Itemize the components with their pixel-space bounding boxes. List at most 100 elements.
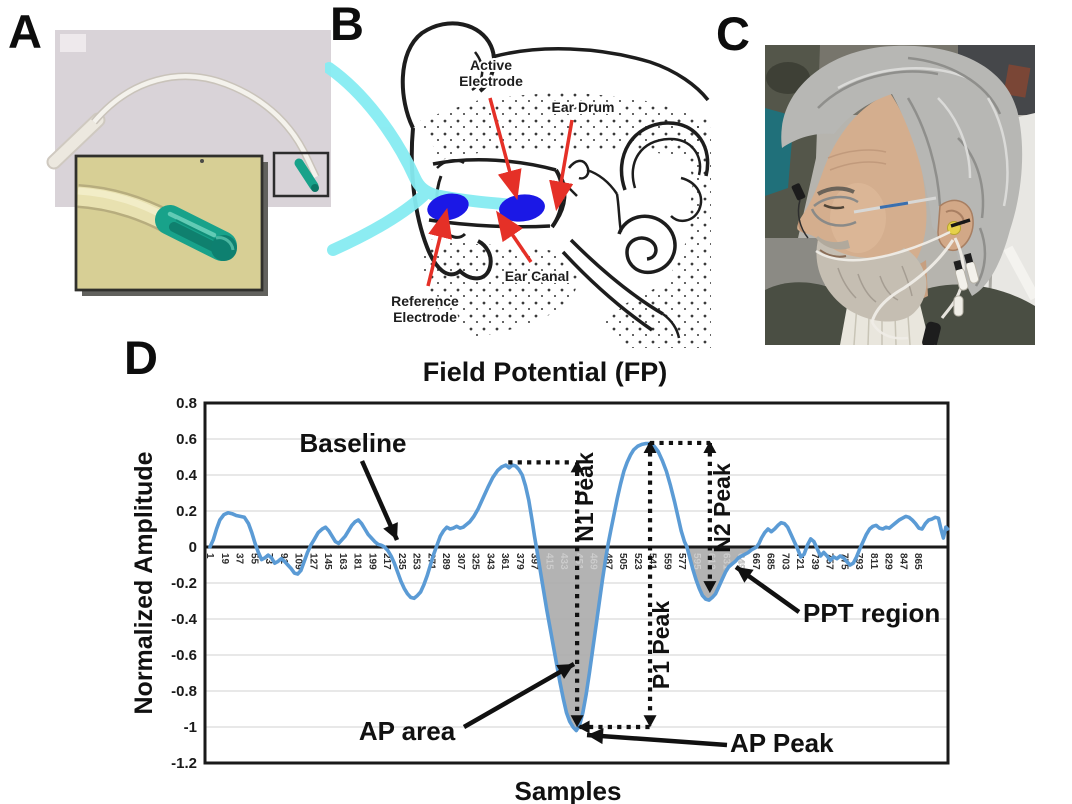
svg-text:73: 73 [263, 553, 274, 565]
forehead-electrode [791, 183, 806, 201]
eyebrow [816, 186, 855, 196]
svg-text:289: 289 [440, 553, 451, 570]
panel-b-label: B [330, 0, 364, 50]
svg-text:253: 253 [411, 553, 422, 570]
svg-text:793: 793 [853, 553, 864, 570]
tube-connectors [953, 253, 980, 291]
panel-d-label: D [124, 331, 158, 384]
svg-text:163: 163 [337, 553, 348, 570]
electrode-tip [294, 158, 319, 191]
svg-text:415: 415 [543, 553, 554, 570]
svg-text:-0.2: -0.2 [171, 575, 197, 592]
svg-text:19: 19 [219, 553, 230, 565]
svg-text:469: 469 [588, 553, 599, 570]
svg-text:145: 145 [322, 553, 333, 570]
measurement-lines [508, 440, 712, 730]
svg-text:-0.8: -0.8 [171, 683, 197, 700]
svg-text:559: 559 [661, 553, 672, 570]
bone-stipple-texture [420, 92, 711, 348]
eye [823, 203, 845, 210]
y-axis-title: Normalized Amplitude [130, 451, 158, 714]
svg-text:379: 379 [514, 553, 525, 570]
plot-border [203, 401, 950, 765]
panel-b-ear-diagram: Active Electrode Ear Drum Ear Canal Refe… [325, 21, 711, 348]
svg-text:199: 199 [366, 553, 377, 570]
p1-peak-annotation: P1 Peak [648, 601, 674, 689]
svg-text:433: 433 [558, 553, 569, 570]
svg-text:235: 235 [396, 553, 407, 570]
svg-text:667: 667 [750, 553, 761, 570]
semicircular-canals [619, 121, 710, 191]
chart-title: Field Potential (FP) [423, 357, 668, 387]
svg-text:577: 577 [676, 553, 687, 570]
reference-electrode-label: Reference [391, 293, 459, 309]
svg-text:595: 595 [691, 553, 702, 570]
svg-text:0.6: 0.6 [176, 431, 197, 448]
ear-canal-label: Ear Canal [505, 268, 570, 284]
x-axis-title: Samples [515, 776, 622, 804]
svg-text:829: 829 [883, 553, 894, 570]
shaded-areas [536, 547, 757, 731]
cable-clip [922, 321, 941, 345]
reference-electrode-arrow [426, 207, 453, 287]
svg-text:55: 55 [248, 553, 259, 565]
svg-text:325: 325 [470, 553, 481, 570]
svg-text:0.4: 0.4 [176, 467, 198, 484]
electrode-tubes [815, 230, 965, 340]
svg-text:1: 1 [204, 553, 215, 559]
svg-text:541: 541 [647, 553, 658, 570]
svg-text:-0.4: -0.4 [171, 611, 198, 628]
ap-area-annotation: AP area [359, 716, 456, 746]
ear-drum-arrow [549, 119, 574, 212]
svg-text:505: 505 [617, 553, 628, 570]
svg-text:685: 685 [765, 553, 776, 570]
svg-text:865: 865 [912, 553, 923, 570]
fp-waveform [208, 441, 950, 733]
active-electrode-label: Active [470, 57, 512, 73]
svg-text:721: 721 [794, 553, 805, 570]
svg-text:649: 649 [735, 553, 746, 570]
svg-text:775: 775 [838, 553, 849, 570]
ap-peak-annotation: AP Peak [730, 728, 834, 758]
svg-text:Electrode: Electrode [393, 309, 457, 325]
svg-text:0.2: 0.2 [176, 503, 197, 520]
panel-c-subject-photo [765, 45, 1035, 345]
svg-text:649: 649 [735, 553, 746, 570]
svg-text:397: 397 [529, 553, 540, 570]
cochlea-spiral [617, 214, 677, 275]
cyan-electrode-tube [325, 62, 521, 256]
svg-text:523: 523 [632, 553, 643, 570]
svg-text:109: 109 [293, 553, 304, 570]
svg-text:-0.6: -0.6 [171, 647, 197, 664]
panel-c-label: C [716, 7, 750, 60]
svg-text:451: 451 [573, 553, 584, 570]
svg-text:613: 613 [706, 553, 717, 570]
svg-text:-1.2: -1.2 [171, 755, 197, 772]
n2-peak-annotation: N2 Peak [709, 463, 735, 553]
svg-text:-1: -1 [184, 719, 197, 736]
svg-text:847: 847 [897, 553, 908, 570]
svg-text:811: 811 [868, 553, 879, 570]
svg-text:739: 739 [809, 553, 820, 570]
active-electrode-arrow [488, 97, 522, 201]
ear-canal-arrow [496, 210, 533, 263]
svg-text:343: 343 [484, 553, 495, 570]
svg-text:127: 127 [307, 553, 318, 570]
ear-drum-label: Ear Drum [551, 99, 614, 115]
svg-text:181: 181 [352, 553, 363, 570]
panel-a-electrode-photo [46, 30, 331, 296]
n1-peak-annotation: N1 Peak [572, 452, 598, 542]
ppt-region-annotation: PPT region [803, 598, 940, 628]
svg-text:0.8: 0.8 [176, 395, 197, 412]
eustachian-tube [569, 238, 664, 316]
svg-text:37: 37 [234, 553, 245, 565]
red-annotation-arrows [426, 97, 574, 287]
active-electrode-dot [499, 194, 545, 222]
svg-text:217: 217 [381, 553, 392, 570]
panel-a-label: A [8, 5, 42, 58]
zoom-callout-box [272, 151, 330, 198]
svg-text:Electrode: Electrode [459, 73, 523, 89]
